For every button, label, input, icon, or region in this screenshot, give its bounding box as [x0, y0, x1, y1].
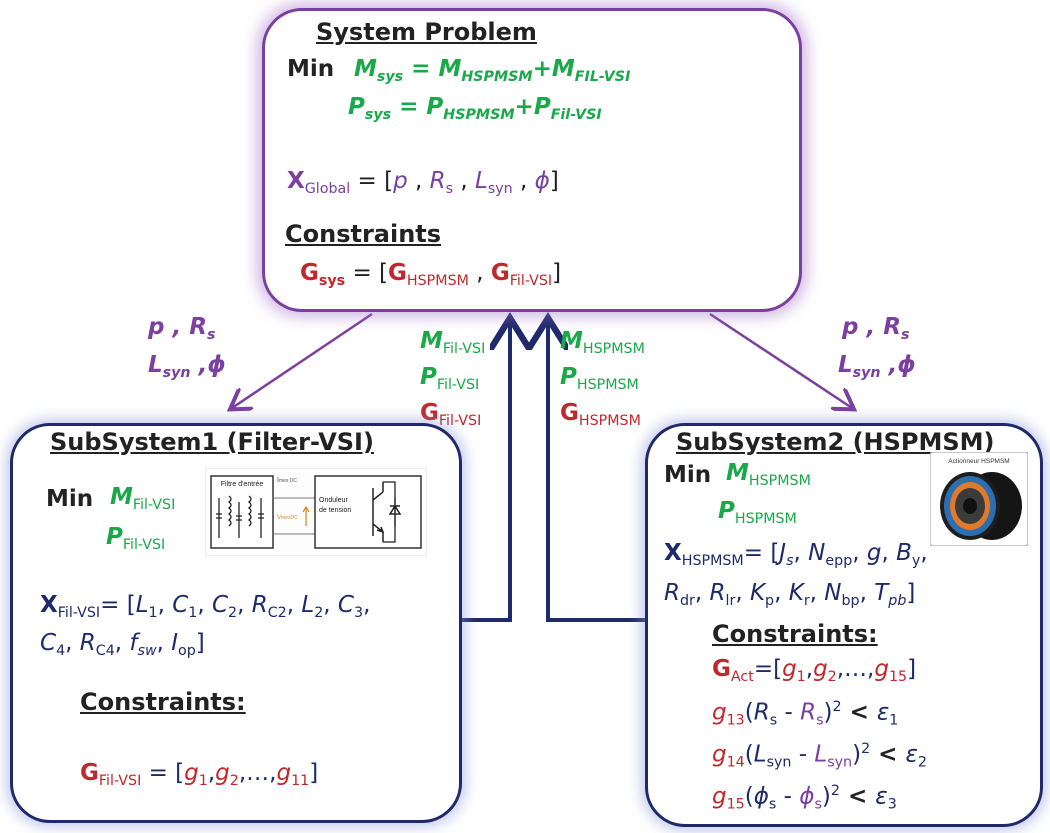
subsystem1-constraints-title: Constraints: — [80, 688, 246, 716]
subsystem2-box — [645, 423, 1043, 827]
subsystem1-objective-power: PFil-VSI — [106, 524, 166, 553]
subsystem2-min-label: Min — [664, 462, 712, 488]
subsystem1-constraints-vector: GFil-VSI = [g1,g2,…,g11] — [80, 760, 319, 789]
inverter-label-1: Onduleur — [319, 497, 348, 504]
system-global-variables: XGlobal = [p , Rs , Lsyn , ϕ] — [287, 168, 559, 197]
svg-text:Imes DC: Imes DC — [277, 477, 297, 484]
flow-left-vars-line2: Lsyn ,ϕ — [148, 352, 226, 381]
subsystem1-variables-line1: XFil-VSI= [L1, C1, C2, RC2, L2, C3, — [40, 592, 371, 621]
system-min-label: Min — [287, 56, 335, 82]
flow-center-left-mass: MFil-VSI — [420, 328, 486, 357]
subsystem2-constraints-title: Constraints: — [712, 620, 878, 648]
motor-image-label: Actionneur HSPMSM — [948, 458, 1009, 465]
subsystem2-title: SubSystem2 (HSPMSM) — [676, 428, 995, 456]
subsystem2-variables-line2: Rdr, Rlr, Kp, Kr, Nbp, Tpb] — [664, 580, 916, 609]
subsystem2-objective-mass: MHSPMSM — [726, 460, 811, 489]
subsystem1-title: SubSystem1 (Filter-VSI) — [50, 428, 374, 456]
flow-left-vars-line1: p , Rs — [148, 314, 216, 343]
filter-label: Filtre d'entrée — [221, 481, 264, 488]
system-objective-mass: Msys = MHSPMSM+MFIL-VSI — [354, 56, 631, 85]
svg-text:VmesDC: VmesDC — [277, 515, 298, 521]
subsystem2-constraints-vector: GAct=[g1,g2,…,g15] — [712, 656, 917, 685]
subsystem1-min-label: Min — [46, 486, 94, 512]
arrow-sub1-to-system — [458, 322, 510, 622]
constraint-g14: g14(Lsyn - Lsyn)2 < ε2 — [712, 741, 927, 771]
subsystem1-objective-mass: MFil-VSI — [110, 484, 176, 513]
filter-inverter-schematic: Filtre d'entrée Imes DC VmesDC Onduleur … — [205, 468, 427, 556]
constraint-g13: g13(Rs - Rs)2 < ε1 — [712, 699, 899, 729]
system-problem-box — [262, 8, 802, 312]
system-objective-power: Psys = PHSPMSM+PFil-VSI — [348, 94, 602, 123]
flow-center-right-constraints: GHSPMSM — [560, 400, 641, 429]
flow-center-right-power: PHSPMSM — [560, 364, 639, 393]
hspmsm-motor-image: Actionneur HSPMSM — [930, 452, 1028, 546]
flow-right-vars-line2: Lsyn ,ϕ — [838, 352, 916, 381]
flow-right-vars-line1: p , Rs — [842, 314, 910, 343]
subsystem1-variables-line2: C4, RC4, fsw, Iop] — [40, 630, 205, 659]
arrow-system-to-sub1 — [232, 312, 373, 408]
arrow-system-to-sub2 — [709, 312, 852, 408]
subsystem2-variables-line1: XHSPMSM= [Js, Nepp, g, By, — [664, 540, 928, 569]
constraint-g15: g15(ϕs - ϕs)2 < ε3 — [712, 783, 897, 813]
inverter-label-2: de tension — [319, 507, 351, 514]
flow-center-right-mass: MHSPMSM — [560, 328, 645, 357]
system-title: System Problem — [316, 18, 537, 46]
system-constraints-vector: Gsys = [GHSPMSM , GFil-VSI] — [300, 260, 562, 289]
system-constraints-title: Constraints — [285, 220, 442, 248]
subsystem2-objective-power: PHSPMSM — [718, 498, 797, 527]
flow-center-left-constraints: GFil-VSI — [420, 400, 482, 429]
arrow-sub2-to-system — [548, 322, 650, 622]
flow-center-left-power: PFil-VSI — [420, 364, 480, 393]
